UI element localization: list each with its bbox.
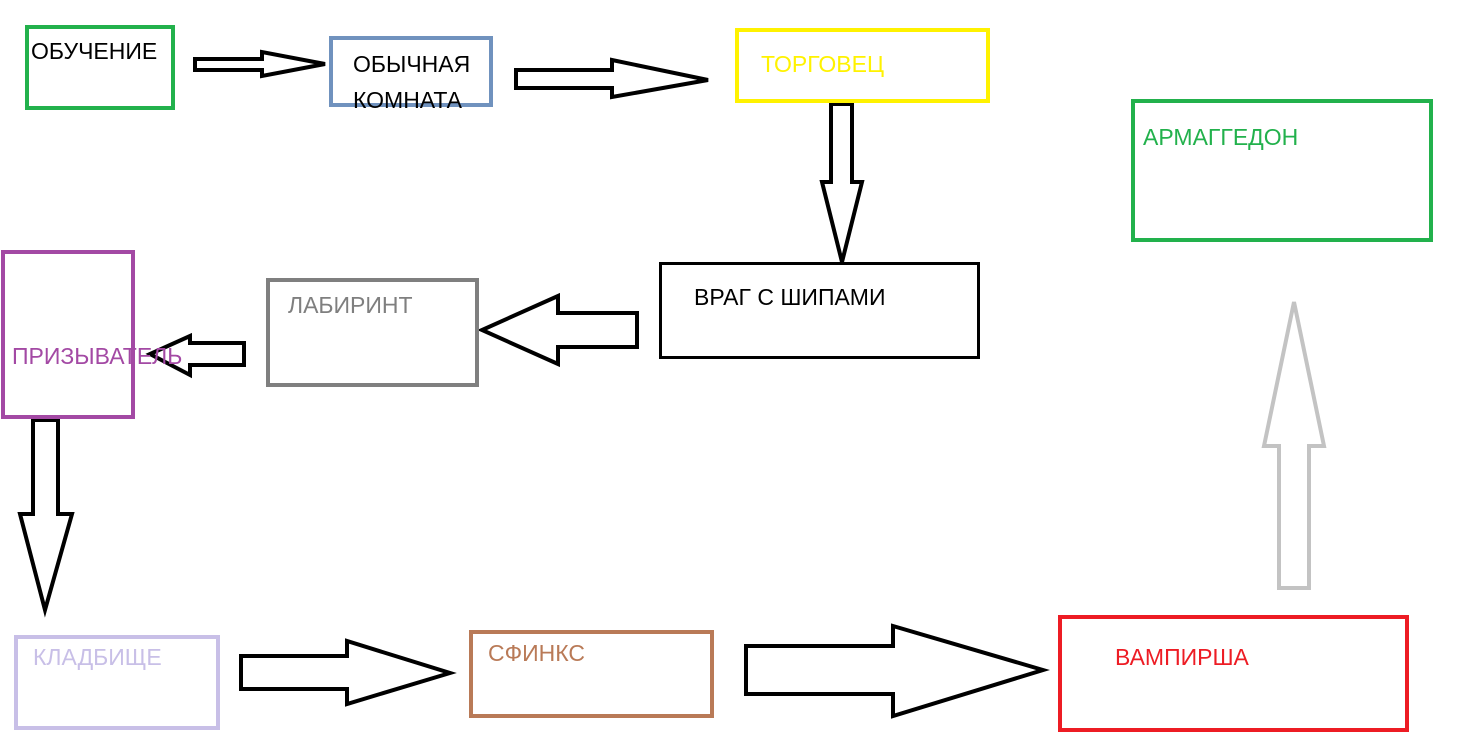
edge-arrow (17, 418, 75, 618)
node-prizyvatel: ПРИЗЫВАТЕЛЬ (1, 250, 182, 419)
node-label: ЛАБИРИНТ (288, 292, 413, 318)
node-label: АРМАГГЕДОН (1143, 124, 1299, 150)
node-label: ТОРГОВЕЦ (761, 51, 884, 77)
node-labirint: ЛАБИРИНТ (266, 278, 479, 387)
edge-arrow (819, 102, 865, 263)
edge-arrow (193, 49, 326, 79)
node-torgovets: ТОРГОВЕЦ (735, 28, 990, 103)
node-label: ПРИЗЫВАТЕЛЬ (12, 343, 183, 369)
edge-arrow (145, 332, 246, 379)
edge-arrow (477, 292, 639, 368)
node-sfinks: СФИНКС (469, 630, 714, 718)
node-armageddon: АРМАГГЕДОН (1131, 99, 1433, 242)
node-label: ВРАГ С ШИПАМИ (694, 284, 886, 310)
node-vrag-s-shipami: ВРАГ С ШИПАМИ (659, 262, 980, 359)
node-vampirsha: ВАМПИРША (1058, 615, 1409, 732)
node-kladbishche: КЛАДБИЩЕ (14, 635, 220, 730)
edge-arrow (514, 57, 709, 100)
node-label: ОБУЧЕНИЕ (31, 38, 158, 64)
edge-arrow (239, 638, 457, 707)
node-obychnaya-komnata: ОБЫЧНАЯ КОМНАТА (329, 36, 493, 113)
node-obuchenie: ОБУЧЕНИЕ (25, 25, 175, 110)
node-label: ОБЫЧНАЯ КОМНАТА (353, 51, 471, 113)
edge-arrow (1261, 301, 1327, 590)
edge-arrow (744, 623, 1050, 719)
node-label: ВАМПИРША (1115, 644, 1249, 670)
node-label: СФИНКС (488, 640, 585, 666)
node-label: КЛАДБИЩЕ (33, 644, 162, 670)
